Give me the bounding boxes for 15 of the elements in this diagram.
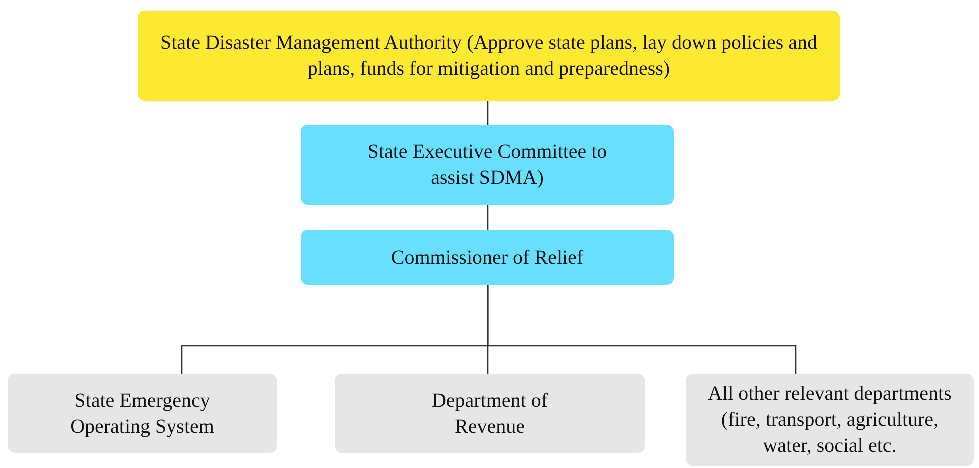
department-box [8,374,277,453]
connector-line [487,101,489,125]
connector-line [487,205,489,230]
connector-line [487,285,797,374]
department-box [686,374,974,466]
committee-box [301,230,674,285]
node-label: State Disaster Management Authority (Approve state plans, lay down policies and plans, funds for mitigation and preparedness) [159,31,819,82]
department-box [335,374,645,453]
node-label: State Emergency Operating System [70,388,216,440]
node-label: Department of Revenue [430,388,550,440]
node-label: Commissioner of Relief [391,246,584,270]
node-label: State Executive Committee to assist SDMA) [366,140,608,191]
committee-box [301,125,674,205]
authority-box [138,11,840,101]
node-label: All other relevant departments (fire, transport, agriculture, water, social etc. [707,382,953,459]
